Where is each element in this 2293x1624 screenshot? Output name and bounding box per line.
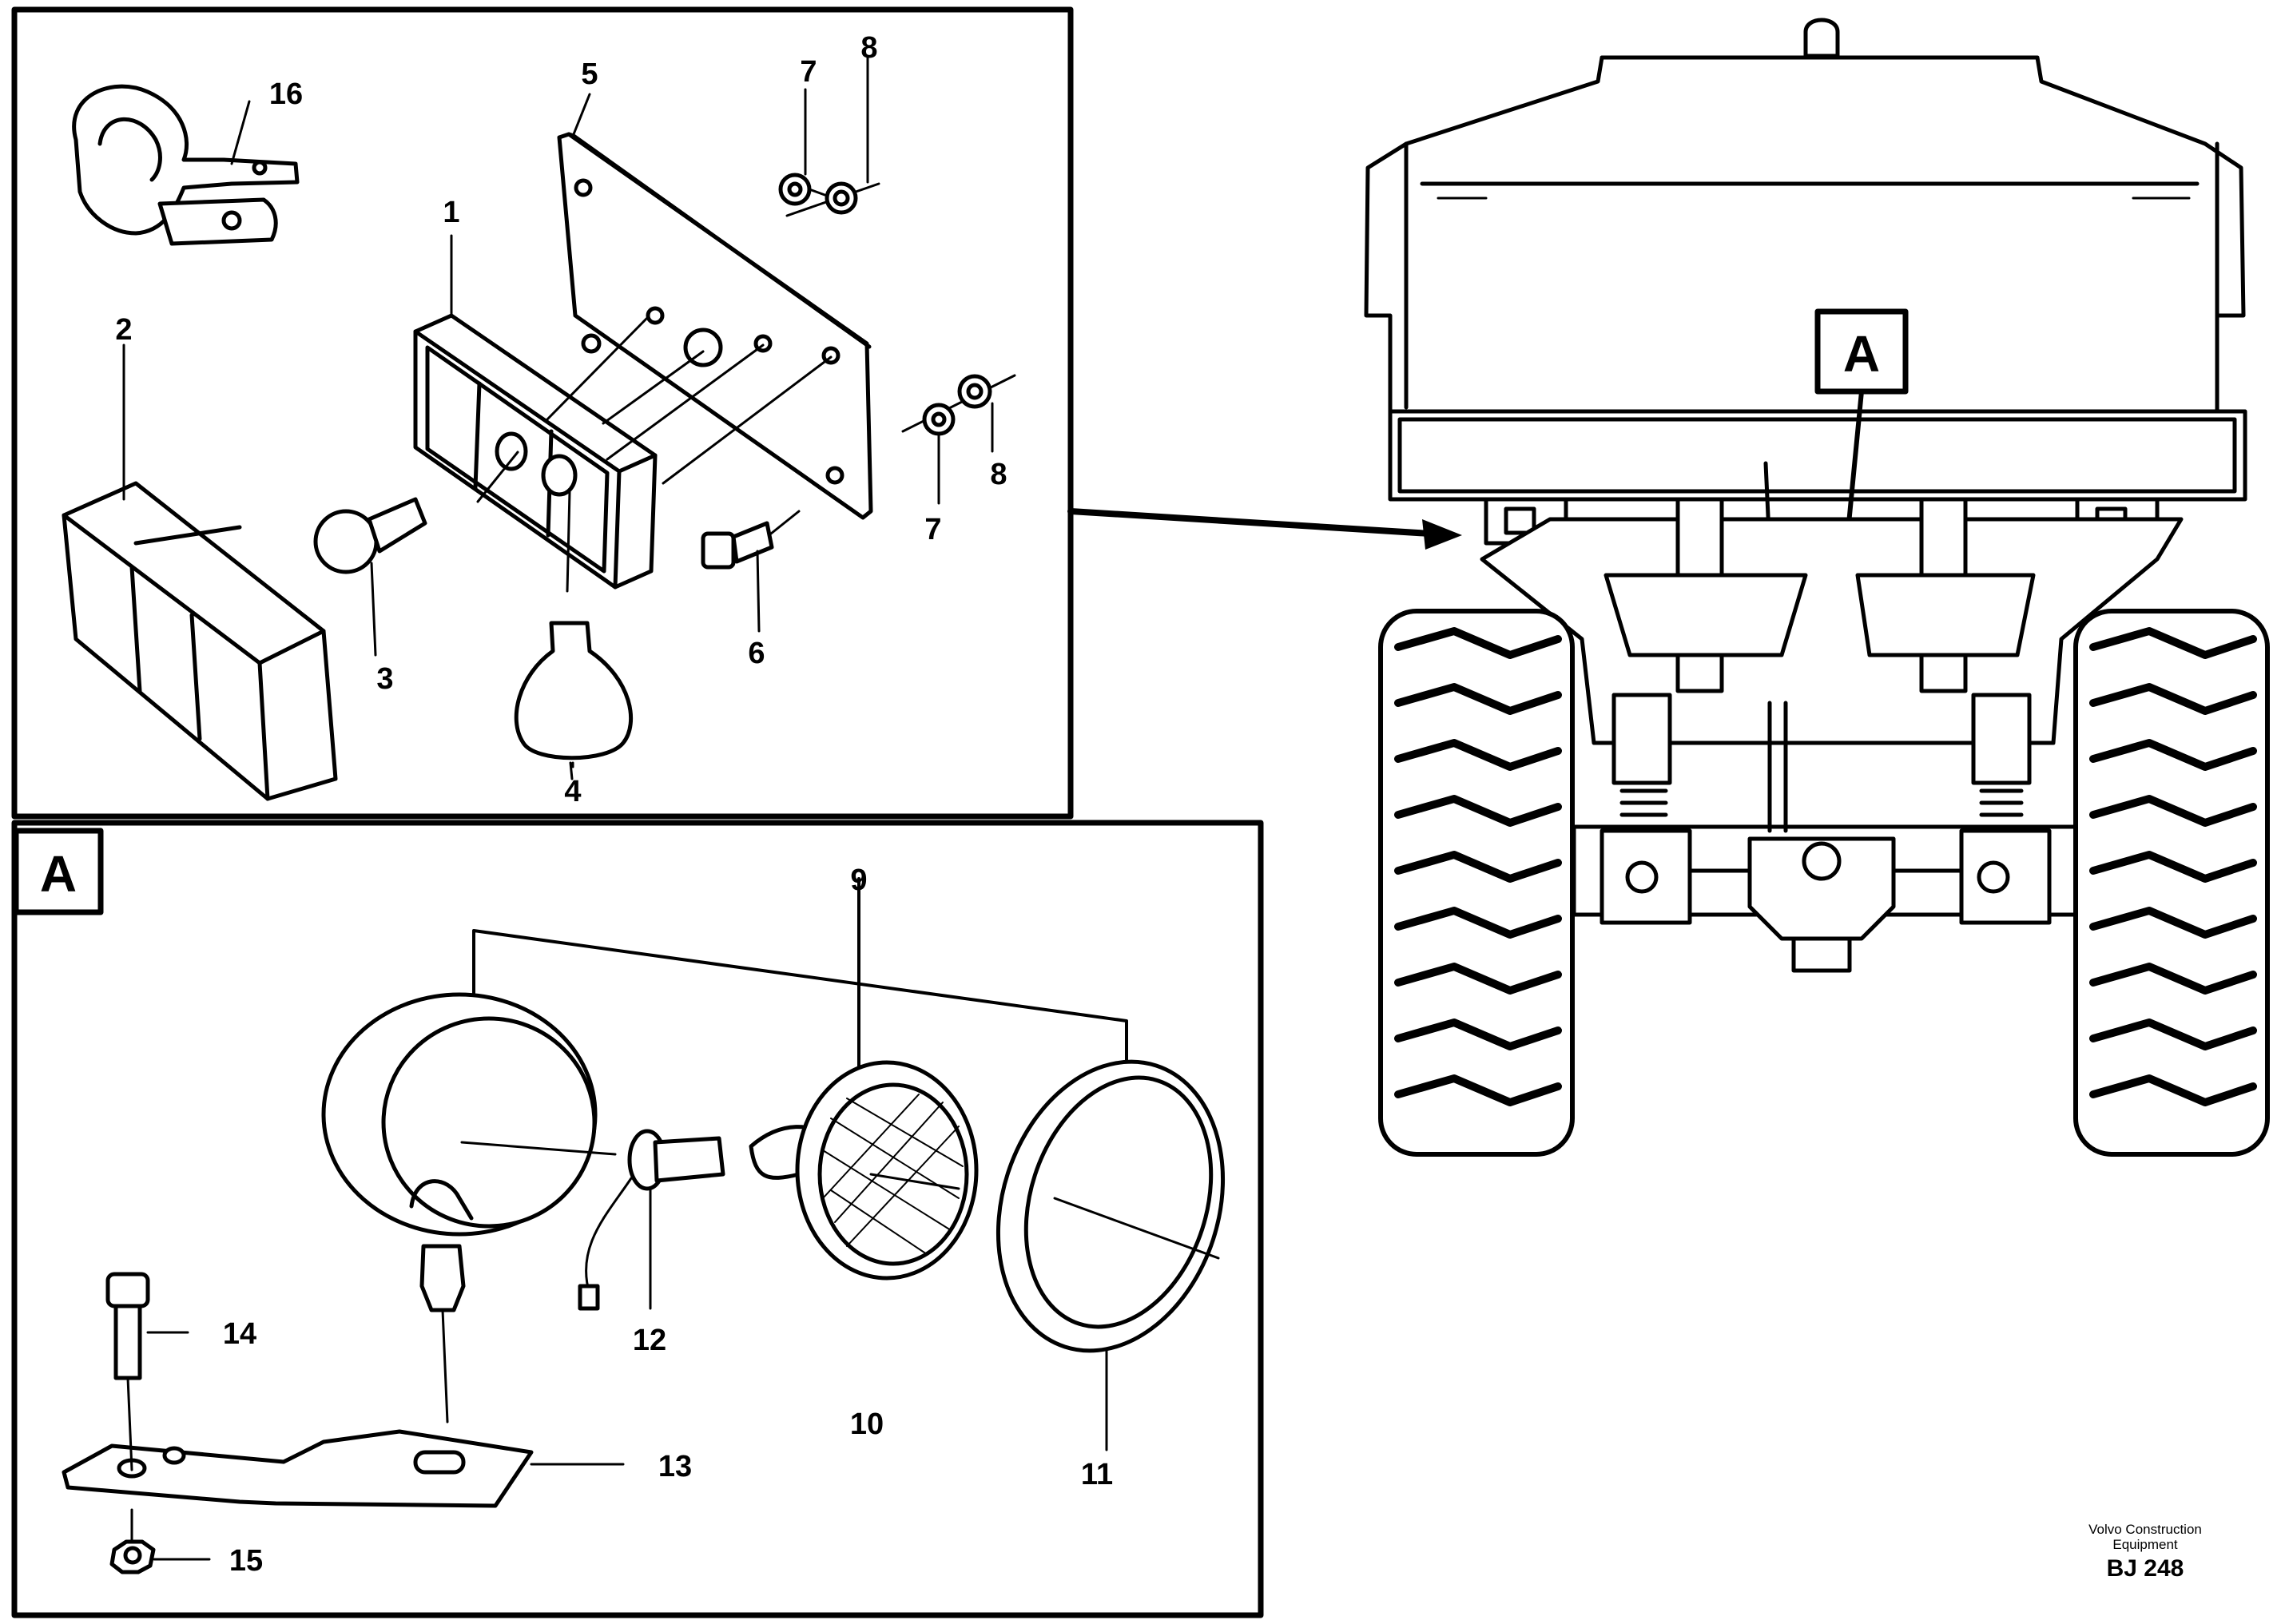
figure-reference: Volvo Construction Equipment BJ 248 — [2045, 1522, 2245, 1582]
callout-4: 4 — [564, 775, 581, 808]
callout-14: 14 — [223, 1317, 256, 1351]
callout-leaders-upper — [122, 93, 591, 768]
callout-13: 13 — [658, 1450, 692, 1483]
figure-code: BJ 248 — [2106, 1555, 2184, 1582]
callout-11: 11 — [1081, 1458, 1113, 1491]
nut-part — [109, 1508, 211, 1574]
callout-12: 12 — [633, 1324, 666, 1357]
callout-15: 15 — [229, 1544, 263, 1578]
callout-8-lower: 8 — [990, 458, 1007, 491]
bulb-holder-part — [578, 1129, 725, 1311]
screw-part — [701, 521, 774, 633]
washer-nut-upper-part — [778, 56, 869, 215]
callout-8-upper: 8 — [860, 31, 877, 65]
lamp-lens-part — [62, 481, 338, 801]
work-lamp-housing-part — [321, 992, 617, 1423]
lamp-rim-part — [995, 1059, 1226, 1451]
callout-9: 9 — [850, 864, 867, 897]
upper-detail-frame — [11, 6, 1074, 820]
large-bulb-part — [514, 621, 634, 780]
left-rear-tyre — [1378, 609, 1575, 1157]
callout-7-upper: 7 — [800, 55, 817, 89]
washer-nut-lower-part — [922, 374, 994, 505]
publisher-line-1: Volvo Construction — [2088, 1522, 2202, 1537]
callout-16: 16 — [269, 77, 303, 111]
callout-2: 2 — [115, 313, 132, 347]
callout-6: 6 — [748, 637, 765, 670]
bolt-part — [105, 1272, 189, 1471]
publisher-line-2: Equipment — [2112, 1537, 2178, 1552]
mounting-bracket-part — [62, 1429, 625, 1508]
detail-a-label: A — [40, 845, 77, 903]
callout-10: 10 — [850, 1408, 884, 1441]
callout-1: 1 — [443, 196, 459, 229]
right-rear-tyre — [2073, 609, 2270, 1157]
small-bulb-part — [313, 497, 427, 657]
detail-pointer-arrow — [1067, 508, 1462, 550]
reflector-insert-part — [749, 1060, 979, 1281]
cable-clip-part — [72, 84, 300, 246]
dump-truck-rear-view: A — [1364, 18, 2247, 973]
vehicle-detail-a-marker: A — [1843, 325, 1880, 383]
callout-5: 5 — [581, 58, 598, 91]
callout-7-lower: 7 — [924, 513, 941, 546]
callout-3: 3 — [376, 662, 393, 696]
callout-labels-upper: 1 2 3 4 5 6 7 8 7 8 16 — [115, 31, 1007, 808]
mounting-plate-part — [557, 132, 873, 520]
callout-labels-lower: 9 10 11 12 13 14 15 — [223, 864, 1113, 1578]
lower-detail-frame-a: A — [11, 820, 1264, 1618]
